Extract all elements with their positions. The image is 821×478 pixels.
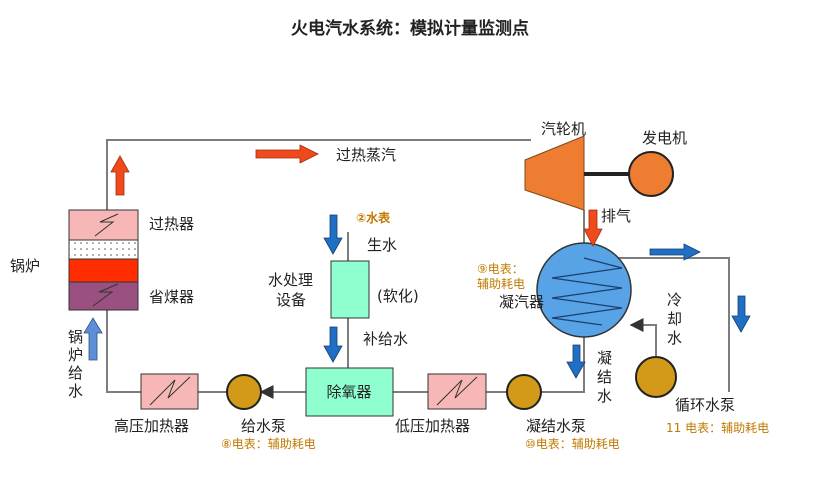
deaerator-label: 除氧器 [326,383,371,401]
generator [628,151,674,197]
feed-pump-label: 给水泵 [241,417,286,435]
cooling-water-outlet-arrow [649,243,701,261]
condenser-label: 凝汽器 [499,293,544,311]
feed-water-pipe [106,310,141,393]
water-treatment-label-1: 水处理 [268,271,313,289]
water-treatment-label-2: 设备 [276,291,306,309]
water-treatment-unit [330,260,370,319]
lp-heater-label: 低压加热器 [395,417,470,435]
water-meter-label: ②水表 [356,210,391,225]
superheated-steam-label: 过热蒸汽 [336,146,396,164]
svg-text:冷: 冷 [667,291,682,309]
feed-pump [226,374,262,410]
steam-pipe [106,139,531,210]
condenser-meter-label-2: 辅助耗电 [477,277,525,291]
condensate-arrow [566,344,586,379]
deaerator [305,367,394,417]
superheater-zigzag [94,213,119,237]
economizer-zigzag [92,283,119,307]
lp-heater [427,373,487,410]
exhaust-label: 排气 [601,207,631,225]
condenser-meter-label-1: ⑨电表： [477,262,524,276]
hp-heater [140,373,199,410]
condenser-coil [551,257,623,326]
circulating-pump-label: 循环水泵 [675,396,735,414]
makeup-water-label: 补给水 [363,330,408,348]
boiler-label: 锅炉 [10,257,40,275]
condensate-pipe [541,337,585,393]
economizer-block [68,281,139,311]
diagram-title: 火电汽水系统：模拟计量监测点 [291,18,529,39]
svg-text:炉: 炉 [68,346,83,364]
condensate-water-label: 凝 结 水 [597,349,612,405]
raw-water-label: 生水 [367,236,397,254]
circulating-pump-meter-label: 11 电表：辅助耗电 [666,421,769,435]
superheater-block [68,209,139,241]
condensate-pump [506,374,542,410]
svg-text:凝: 凝 [597,349,612,367]
steam-outlet-arrow [110,155,130,196]
svg-text:水: 水 [68,382,83,400]
boiler-feed-water-arrow [83,317,103,361]
superheated-steam-arrow [255,144,319,164]
svg-text:结: 结 [597,368,612,386]
circulating-pump [635,356,677,398]
condensate-pump-label: 凝结水泵 [526,417,586,435]
makeup-water-arrow [323,326,343,363]
svg-text:水: 水 [667,329,682,347]
pipe-network [106,139,730,399]
softening-label: (软化) [377,287,419,305]
svg-text:锅: 锅 [68,328,83,346]
exhaust-arrow [583,209,603,247]
furnace-block [68,258,139,283]
svg-text:水: 水 [597,387,612,405]
condenser [536,242,632,338]
svg-text:却: 却 [667,310,682,328]
raw-water-arrow [323,214,343,255]
turbine-label: 汽轮机 [541,120,586,138]
boiler-drum-block [68,239,139,260]
cooling-water-outlet-pipe [584,257,730,392]
generator-label: 发电机 [642,129,687,147]
boiler-feed-water-label: 锅 炉 给 水 [68,328,83,400]
boiler [68,209,139,311]
superheater-label: 过热器 [149,215,194,233]
turbine [524,135,585,211]
feed-pump-meter-label: ⑧电表：辅助耗电 [221,437,316,451]
cooling-water-inlet-pipe [629,318,657,360]
cooling-water-return-arrow [731,295,751,333]
svg-text:给: 给 [68,364,83,382]
cooling-water-label: 冷 却 水 [667,291,682,347]
condensate-pump-meter-label: ⑩电表：辅助耗电 [525,437,620,451]
hp-heater-label: 高压加热器 [114,417,189,435]
economizer-label: 省煤器 [149,288,194,306]
